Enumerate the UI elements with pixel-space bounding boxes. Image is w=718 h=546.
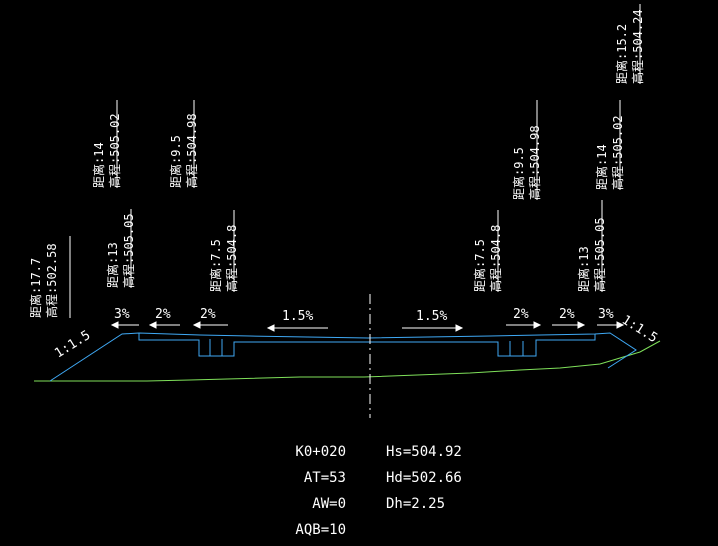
road-section-outline xyxy=(49,332,637,382)
svg-text:距离:7.5: 距离:7.5 xyxy=(208,239,223,292)
section-info: K0+020 AT=53 AW=0 AQB=10 Hs=504.92 Hd=50… xyxy=(295,444,461,538)
slope-left-3: 3% xyxy=(114,307,130,322)
svg-text:高程:504.8: 高程:504.8 xyxy=(488,225,503,292)
svg-text:距离:9.5: 距离:9.5 xyxy=(511,147,526,200)
slope-left-2a: 2% xyxy=(155,307,171,322)
label-dist-13-right: 距离:13 高程:505.05 xyxy=(576,217,607,292)
label-dist-17-7: 距离:17.7 高程:502.58 xyxy=(28,243,59,318)
info-at: AT=53 xyxy=(304,470,346,486)
svg-text:高程:504.24: 高程:504.24 xyxy=(630,9,645,84)
svg-text:高程:505.02: 高程:505.02 xyxy=(610,115,625,190)
info-hd: Hd=502.66 xyxy=(386,470,462,486)
slope-left-1-5: 1.5% xyxy=(282,309,313,324)
label-leaders xyxy=(69,4,641,318)
info-aw: AW=0 xyxy=(312,496,346,512)
slope-markers xyxy=(110,321,625,332)
info-hs: Hs=504.92 xyxy=(386,444,462,460)
label-dist-14-left: 距离:14 高程:505.02 xyxy=(91,113,122,188)
label-dist-14-right: 距离:14 高程:505.02 xyxy=(594,115,625,190)
info-aqb: AQB=10 xyxy=(295,522,346,538)
info-dh: Dh=2.25 xyxy=(386,496,445,512)
label-dist-13-left: 距离:13 高程:505.05 xyxy=(105,213,136,288)
label-dist-7-5-right: 距离:7.5 高程:504.8 xyxy=(472,225,503,292)
svg-text:距离:13: 距离:13 xyxy=(576,246,591,292)
svg-text:高程:504.98: 高程:504.98 xyxy=(527,125,542,200)
svg-text:高程:505.05: 高程:505.05 xyxy=(121,213,136,288)
slope-right-2b: 2% xyxy=(559,307,575,322)
label-dist-7-5-left: 距离:7.5 高程:504.8 xyxy=(208,225,239,292)
svg-text:高程:504.98: 高程:504.98 xyxy=(184,113,199,188)
label-dist-15-2-right: 距离:15.2 高程:504.24 xyxy=(614,9,645,84)
svg-text:距离:14: 距离:14 xyxy=(594,144,609,190)
svg-text:距离:14: 距离:14 xyxy=(91,142,106,188)
svg-text:距离:7.5: 距离:7.5 xyxy=(472,239,487,292)
slope-right-2a: 2% xyxy=(513,307,529,322)
label-dist-9-5-left: 距离:9.5 高程:504.98 xyxy=(168,113,199,188)
svg-text:距离:13: 距离:13 xyxy=(105,242,120,288)
ground-line xyxy=(34,340,661,382)
svg-text:高程:502.58: 高程:502.58 xyxy=(44,243,59,318)
svg-text:距离:17.7: 距离:17.7 xyxy=(28,258,43,318)
label-dist-9-5-right: 距离:9.5 高程:504.98 xyxy=(511,125,542,200)
slope-left-2b: 2% xyxy=(200,307,216,322)
svg-text:高程:504.8: 高程:504.8 xyxy=(224,225,239,292)
svg-text:距离:9.5: 距离:9.5 xyxy=(168,135,183,188)
svg-text:距离:15.2: 距离:15.2 xyxy=(614,24,629,84)
slope-right-1-5: 1.5% xyxy=(416,309,447,324)
svg-text:高程:505.05: 高程:505.05 xyxy=(592,217,607,292)
info-station: K0+020 xyxy=(295,444,346,460)
slope-right-3: 3% xyxy=(598,307,614,322)
svg-text:高程:505.02: 高程:505.02 xyxy=(107,113,122,188)
